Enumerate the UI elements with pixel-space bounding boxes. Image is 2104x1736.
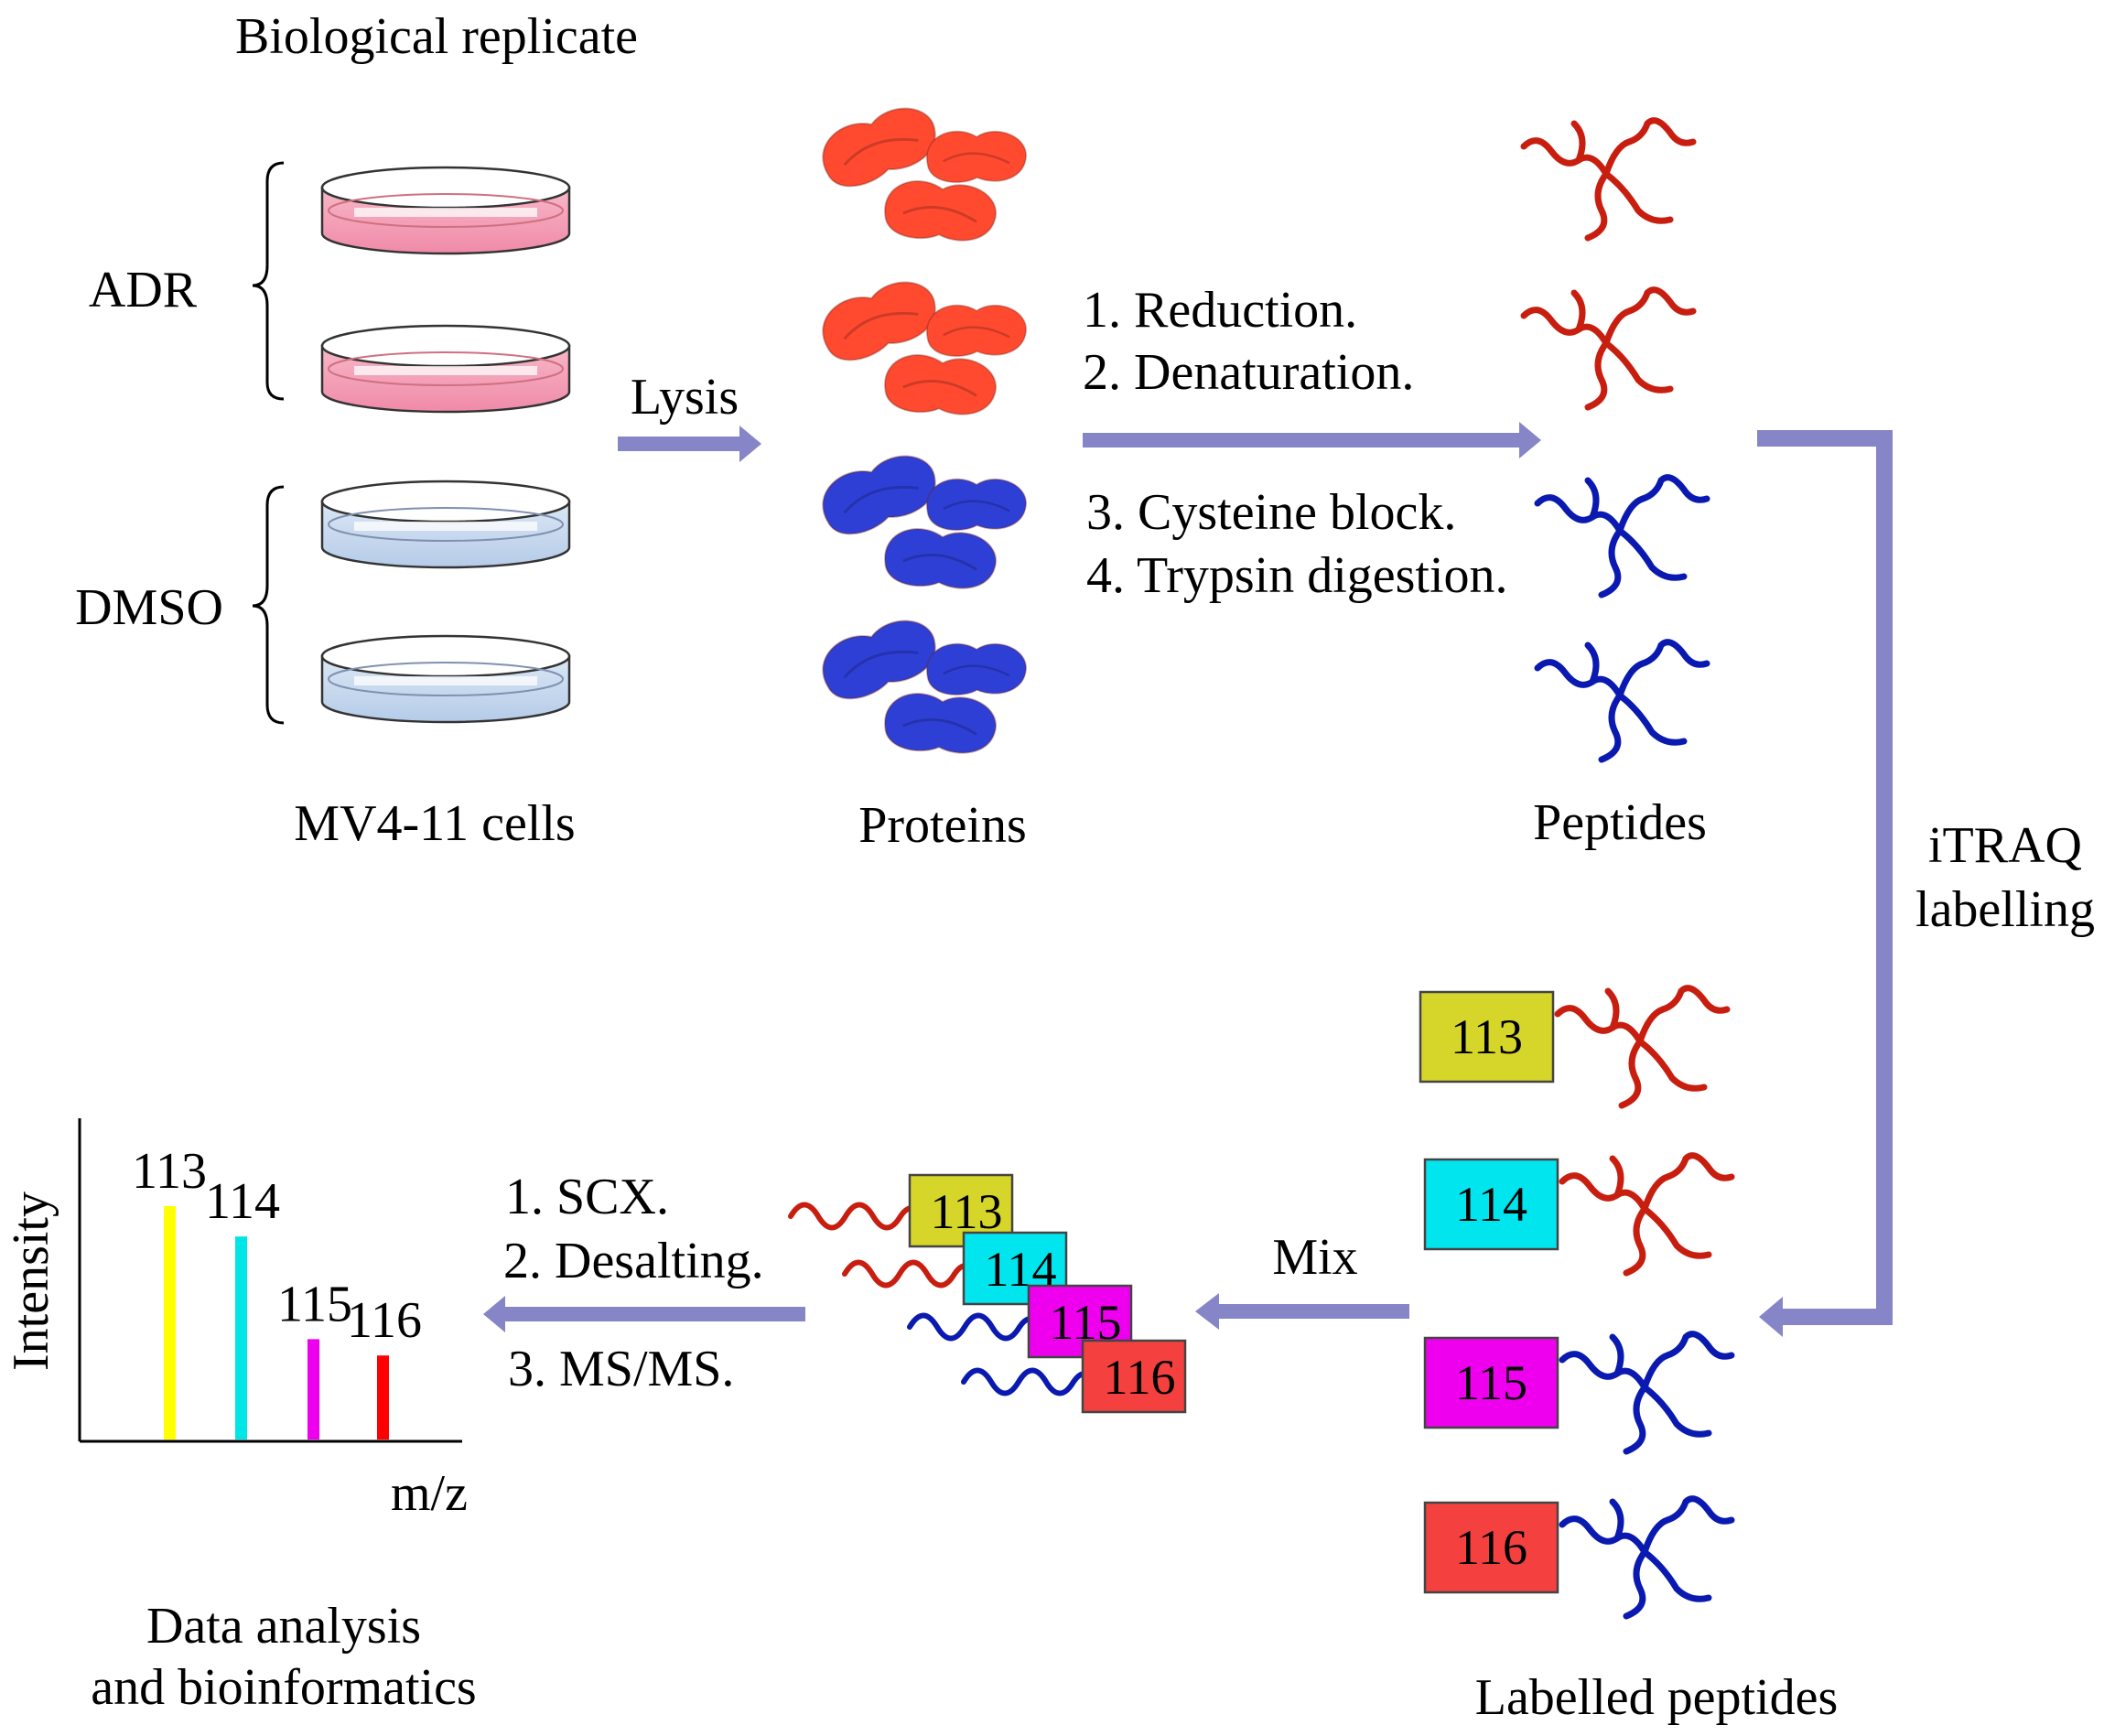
protein-cluster-1 [822, 107, 1027, 242]
spectrum-peak-label-114: 114 [205, 1173, 280, 1230]
dmso-dish-1 [320, 480, 571, 569]
peptide-red-2 [1520, 286, 1697, 411]
spectrum-peak-116 [377, 1355, 389, 1439]
itraq-label-line1: iTRAQ [1928, 817, 2082, 874]
proteins-label: Proteins [858, 797, 1027, 854]
protein-cluster-2 [822, 281, 1027, 415]
labelled-peptide-115: 115 [1423, 1331, 1735, 1455]
mixed-strand-114 [842, 1259, 976, 1289]
step-scx: 1. SCX. [505, 1169, 669, 1225]
lysis-label: Lysis [631, 369, 739, 426]
mix-arrow [1195, 1293, 1409, 1330]
labelled-peptide-strand-115 [1559, 1331, 1735, 1455]
labelled-peptides-label: Labelled peptides [1475, 1669, 1839, 1726]
itraq-tag-113 [1419, 990, 1555, 1084]
spectrum-peak-label-113: 113 [132, 1143, 207, 1200]
labelled-peptide-strand-114 [1559, 1152, 1735, 1277]
spectrum-peak-label-116: 116 [347, 1292, 422, 1349]
labelled-peptide-114: 114 [1423, 1152, 1735, 1277]
protein-cluster-4 [822, 620, 1027, 754]
mixed-tag-label-116: 116 [1104, 1350, 1176, 1405]
peptide-blue-2 [1534, 639, 1710, 763]
digestion-arrow [1083, 422, 1541, 458]
spectrum-xlabel: m/z [391, 1465, 468, 1522]
protein-cluster-3 [822, 455, 1027, 589]
adr-brace [252, 161, 285, 401]
step-denaturation: 2. Denaturation. [1083, 344, 1414, 401]
peptide-blue-1 [1534, 474, 1710, 598]
proteins-group [822, 107, 1027, 754]
mixed-strand-113 [788, 1202, 922, 1231]
step-cysteine-block: 3. Cysteine block. [1086, 484, 1456, 541]
spectrum-ylabel: Intensity [3, 1191, 59, 1371]
ms-arrow [483, 1296, 805, 1332]
mixed-tag-116 [1081, 1339, 1187, 1414]
adr-label: ADR [89, 262, 198, 318]
mixed-tag-label-113: 113 [931, 1184, 1003, 1239]
dmso-dish-2 [320, 634, 571, 724]
step-reduction: 1. Reduction. [1083, 282, 1357, 339]
mixed-strand-115 [907, 1312, 1041, 1342]
diagram-title: Biological replicate [235, 8, 638, 65]
peptides-group [1520, 117, 1710, 763]
culture-dishes [320, 166, 571, 724]
step-msms: 3. MS/MS. [508, 1341, 734, 1397]
itraq-tag-label-115: 115 [1455, 1355, 1527, 1410]
labelled-peptides-group: 113 114 115 116 [1419, 985, 1735, 1620]
mixed-strand-116 [961, 1367, 1095, 1396]
labelled-peptide-strand-116 [1559, 1495, 1735, 1620]
itraq-tag-114 [1423, 1158, 1559, 1251]
lysis-arrow [618, 426, 761, 462]
labelled-peptide-116: 116 [1423, 1495, 1735, 1620]
itraq-arrow [1757, 430, 1893, 1337]
dmso-label: DMSO [75, 579, 223, 636]
peptide-red-1 [1520, 117, 1697, 242]
itraq-label-line2: labelling [1915, 881, 2095, 938]
analysis-label-line1: Data analysis [146, 1598, 421, 1655]
spectrum-peak-115 [308, 1339, 319, 1439]
itraq-tag-label-113: 113 [1451, 1009, 1523, 1064]
itraq-tag-label-114: 114 [1455, 1177, 1527, 1232]
step-desalting: 2. Desalting. [503, 1233, 764, 1289]
cells-label: MV4-11 cells [294, 795, 575, 852]
itraq-tag-label-116: 116 [1455, 1520, 1527, 1575]
adr-dish-2 [320, 324, 571, 414]
labelled-peptide-113: 113 [1419, 985, 1731, 1109]
analysis-label-line2: and bioinformatics [91, 1659, 476, 1716]
labelled-peptide-strand-113 [1554, 985, 1731, 1109]
dmso-brace [252, 485, 285, 725]
spectrum-peak-114 [235, 1236, 247, 1439]
itraq-tag-116 [1423, 1501, 1559, 1594]
mix-label: Mix [1272, 1229, 1357, 1286]
peptides-label: Peptides [1533, 794, 1707, 851]
mixed-peptide-116: 116 [961, 1339, 1187, 1414]
spectrum-peak-label-115: 115 [277, 1276, 352, 1332]
adr-dish-1 [320, 166, 571, 255]
itraq-tag-115 [1423, 1336, 1559, 1429]
step-trypsin-digestion: 4. Trypsin digestion. [1086, 547, 1508, 604]
spectrum-peak-113 [164, 1206, 176, 1439]
